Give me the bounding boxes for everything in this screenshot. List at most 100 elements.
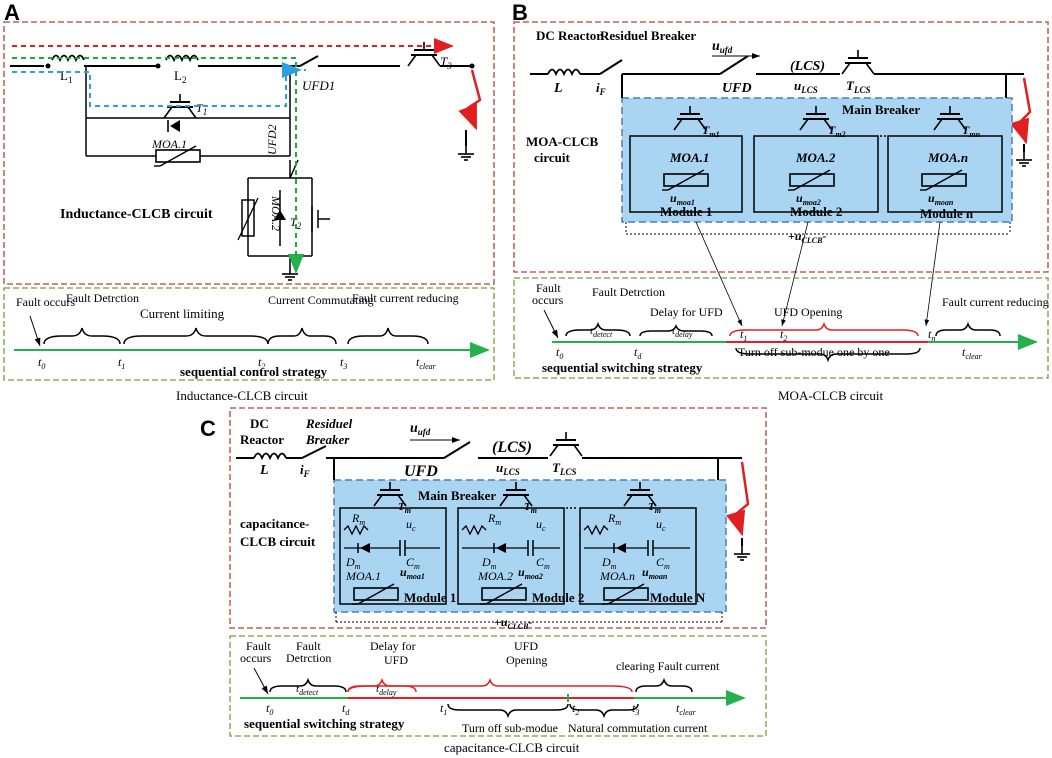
c-clearing: clearing Fault current — [616, 659, 720, 673]
c-tick-td: td — [342, 701, 350, 717]
c-timeline-title: sequential switching strategy — [244, 716, 405, 731]
a-current-limiting: Current limiting — [140, 306, 225, 321]
panel-b-caption: MOA-CLCB circuit — [778, 388, 883, 403]
svg-text:Tm: Tm — [398, 501, 411, 515]
b-circuit-title-1: MOA-CLCB — [526, 134, 599, 149]
c-reactor-L: L — [259, 463, 269, 478]
panel-c-caption: capacitance-CLCB circuit — [444, 740, 580, 755]
ufd1-label: UFD1 — [302, 78, 335, 93]
panel-b-letter: B — [512, 0, 528, 25]
svg-text:umoan: umoan — [642, 565, 668, 581]
svg-text:MOA.2: MOA.2 — [477, 569, 513, 583]
b-tick-t2: t2 — [780, 327, 787, 343]
b-delay: Delay for UFD — [650, 305, 723, 319]
c-t-lcs: TLCS — [552, 460, 576, 477]
b-fault-lightning-icon — [1009, 77, 1032, 145]
c-u-lcs: uLCS — [496, 460, 520, 477]
b-current-iF: iF — [596, 80, 606, 97]
panel-a-timeline-frame — [3, 287, 495, 381]
b-t-lcs: TLCS — [846, 78, 870, 95]
path-green — [12, 57, 304, 274]
c-circuit-title-2: CLCB circuit — [240, 534, 316, 549]
panel-a-letter: A — [4, 0, 20, 25]
b-circuit-title-2: circuit — [534, 150, 571, 165]
svg-text:Module n: Module n — [920, 206, 974, 221]
c-dc-reactor-1: DC — [250, 416, 269, 431]
b-dc-reactor-1: DC Reactor — [536, 28, 602, 43]
svg-text:MOA.2: MOA.2 — [795, 150, 836, 165]
b-fault-occurs-1: Fault — [536, 281, 561, 295]
svg-text:umoa1: umoa1 — [400, 565, 425, 581]
panel-c-letter: C — [200, 416, 216, 441]
inductor-l2-label: L2 — [174, 68, 186, 85]
c-t-detect: tdetect — [296, 683, 319, 697]
c-residual-1: Residuel — [305, 416, 353, 431]
svg-text:Rm: Rm — [351, 511, 365, 527]
a-tick-tclear: tclear — [416, 355, 437, 371]
svg-text:Cm: Cm — [406, 555, 420, 571]
c-residual-2: Breaker — [305, 432, 350, 447]
c-module-1: Tm Rm uc Dm Cm MOA.1 umoa1 Module 1 — [339, 481, 456, 605]
inductor-l1-label: L1 — [60, 68, 72, 85]
b-t-detect: tdetect — [590, 325, 613, 339]
moa1-label-a: MOA.1 — [151, 137, 187, 151]
svg-text:Tm: Tm — [524, 501, 537, 515]
svg-text:Tm: Tm — [648, 501, 661, 515]
svg-text:Rm: Rm — [487, 511, 501, 527]
c-fault-occurs-2: occurs — [240, 651, 272, 665]
panel-b: B DC Reactor Residuel Breaker L iF uufd … — [512, 0, 1049, 403]
a-tick-t1: t1 — [118, 355, 125, 371]
b-module-n: Tmn MOA.n umoan Module n — [887, 105, 1003, 221]
c-u-clcb: +uCLCB- — [494, 615, 532, 631]
b-fault-occurs-2: occurs — [532, 293, 564, 307]
b-tick-td: td — [634, 345, 642, 361]
a-tick-t2: t2 — [258, 355, 265, 371]
svg-text:Module N: Module N — [650, 590, 706, 605]
c-tick-t1: t1 — [440, 701, 447, 717]
svg-text:Dm: Dm — [345, 555, 361, 571]
svg-text:Cm: Cm — [656, 555, 670, 571]
c-delay-1: Delay for — [370, 639, 416, 653]
svg-text:Tm2: Tm2 — [828, 123, 846, 139]
t3-label: T3 — [440, 54, 452, 71]
svg-text:Module 2: Module 2 — [790, 204, 842, 219]
b-t-delay: tdelay — [672, 325, 693, 339]
c-turnoff: Turn off sub-modue — [462, 721, 558, 735]
b-u-lcs: uLCS — [794, 78, 818, 95]
panel-a: A L1 L2 T3 UFD1 T1 MOA.1 — [3, 0, 495, 403]
c-ufd-label: UFD — [404, 463, 438, 480]
svg-text:Tmn: Tmn — [962, 123, 981, 139]
c-current-iF: iF — [300, 462, 310, 479]
c-main-breaker-label: Main Breaker — [418, 488, 496, 503]
svg-text:umoa2: umoa2 — [518, 565, 543, 581]
c-detection-1: Fault — [296, 639, 321, 653]
c-natural: Natural commutation current — [568, 721, 708, 735]
panel-c-timeline-frame — [229, 635, 767, 737]
svg-text:Module 1: Module 1 — [404, 590, 456, 605]
svg-text:umoa1: umoa1 — [670, 191, 695, 207]
c-dc-reactor-2: Reactor — [240, 432, 284, 447]
c-u-ufd: uufd — [410, 421, 431, 437]
c-fault-occurs-1: Fault — [246, 639, 271, 653]
t1-label: T1 — [196, 101, 207, 117]
c-detection-2: Detrction — [286, 651, 331, 665]
svg-text:MOA.1: MOA.1 — [669, 150, 709, 165]
c-module-2: Tm Rm uc Dm Cm MOA.2 umoa2 Module 2 — [457, 481, 584, 605]
path-blue — [12, 62, 302, 107]
svg-text:umoa2: umoa2 — [796, 191, 821, 207]
b-main-breaker-label: Main Breaker — [842, 102, 920, 117]
svg-text:MOA.n: MOA.n — [599, 569, 635, 583]
b-tick-t1: t1 — [740, 327, 747, 343]
svg-text:Cm: Cm — [536, 555, 550, 571]
panel-b-circuit-frame — [513, 21, 1049, 273]
b-lcs: (LCS) — [790, 59, 825, 74]
c-t-delay: tdelay — [376, 683, 397, 697]
svg-text:umoan: umoan — [928, 191, 954, 207]
panel-a-circuit-frame — [3, 21, 495, 285]
svg-text:Dm: Dm — [601, 555, 617, 571]
b-ufd-opening: UFD Opening — [774, 305, 842, 319]
c-ufd-opening-1: UFD — [514, 639, 538, 653]
b-detection: Fault Detrction — [592, 285, 665, 299]
c-tick-t2: t2 — [572, 701, 579, 717]
b-tick-tn: tn — [928, 327, 935, 343]
